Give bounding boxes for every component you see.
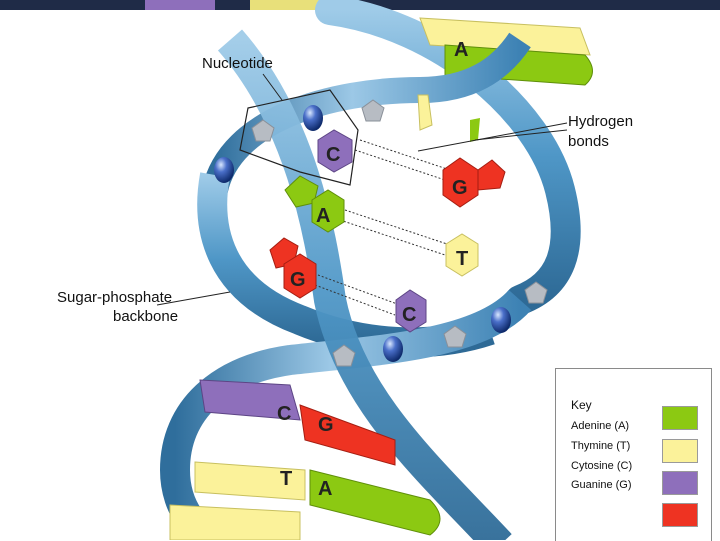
base-label: T bbox=[280, 468, 292, 490]
sugar-pentagon bbox=[251, 119, 275, 142]
base-guanine-ring bbox=[477, 159, 506, 191]
hydrogen-bonds-label-line1: Hydrogen bbox=[568, 113, 634, 130]
base-label: A bbox=[316, 205, 330, 227]
phosphate-sphere bbox=[214, 157, 234, 183]
sugar-pentagon bbox=[361, 99, 385, 122]
key-swatch-guanine bbox=[662, 503, 698, 527]
base-label: G bbox=[452, 177, 468, 199]
nucleotide-outline bbox=[239, 89, 359, 186]
hydrogen-bonds-label-line2: bonds bbox=[568, 133, 609, 150]
key-swatch-thymine bbox=[662, 439, 698, 463]
base-label: T bbox=[456, 248, 468, 270]
backbone-top-front bbox=[202, 32, 531, 194]
base-label: A bbox=[318, 478, 332, 500]
sugar-pentagon bbox=[443, 325, 467, 348]
base-label: C bbox=[402, 304, 416, 326]
sugar-pentagon bbox=[524, 281, 548, 304]
key-legend: Key Adenine (A) Thymine (T) Cytosine (C)… bbox=[555, 368, 712, 541]
key-swatch-adenine bbox=[662, 406, 698, 430]
rung-bottom-yellow-lower bbox=[169, 504, 301, 540]
header-accent-yellow bbox=[250, 0, 320, 10]
sugar-pentagon bbox=[332, 344, 356, 367]
rung-bottom-green bbox=[309, 469, 441, 536]
key-item-guanine: Guanine (G) bbox=[571, 479, 632, 491]
base-guanine bbox=[283, 253, 317, 299]
backbone-label-line2: backbone bbox=[113, 308, 179, 325]
backbone-upper-back bbox=[315, 0, 581, 315]
phosphate-sphere bbox=[491, 307, 511, 333]
base-label: G bbox=[318, 414, 334, 436]
base-cytosine bbox=[395, 289, 427, 333]
base-fragment-green bbox=[470, 118, 480, 142]
base-cytosine bbox=[317, 129, 353, 173]
key-swatch-cytosine bbox=[662, 471, 698, 495]
key-item-thymine: Thymine (T) bbox=[571, 440, 631, 452]
base-adenine bbox=[311, 189, 345, 233]
leader-lines bbox=[156, 73, 568, 306]
base-label: C bbox=[326, 144, 340, 166]
rung-bottom-red bbox=[299, 404, 396, 466]
backbone-lower-diagonal bbox=[217, 29, 512, 540]
base-fragment-yellow bbox=[417, 94, 433, 131]
base-thymine bbox=[445, 233, 479, 277]
key-item-adenine: Adenine (A) bbox=[571, 420, 630, 432]
base-label: A bbox=[454, 39, 468, 61]
key-item-cytosine: Cytosine (C) bbox=[571, 460, 633, 472]
base-adenine-ring bbox=[284, 175, 319, 208]
hydrogen-bonds bbox=[314, 139, 451, 316]
phosphate-sphere bbox=[303, 105, 323, 131]
phosphate-spheres bbox=[214, 105, 511, 362]
rung-bottom-purple bbox=[199, 379, 301, 421]
header-accent-purple bbox=[145, 0, 215, 10]
phosphate-sphere bbox=[383, 336, 403, 362]
base-label: G bbox=[290, 269, 306, 291]
sugar-pentagons bbox=[251, 99, 548, 367]
backbone-label-line1: Sugar-phosphate bbox=[57, 289, 173, 306]
base-label: C bbox=[277, 403, 291, 425]
base-guanine bbox=[442, 157, 479, 208]
nucleotide-label: Nucleotide bbox=[202, 55, 273, 72]
key-title: Key bbox=[571, 398, 592, 412]
rung-bottom-yellow bbox=[194, 461, 306, 501]
